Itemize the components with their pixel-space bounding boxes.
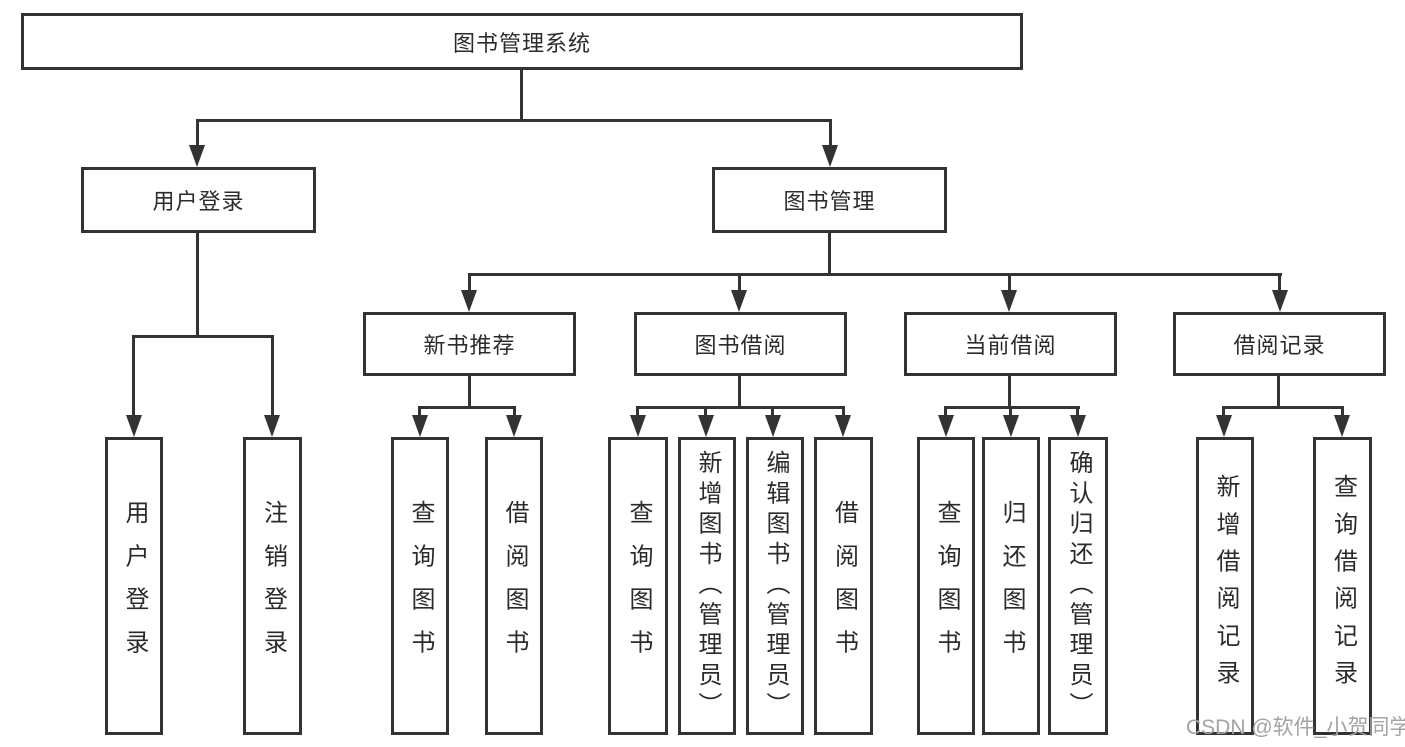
node-label: 查询借阅记录 — [1329, 474, 1357, 698]
node-new-book-recommend: 新书推荐 — [363, 312, 576, 376]
arrowhead-down-icon — [1334, 415, 1350, 437]
node-current-borrow: 当前借阅 — [904, 312, 1117, 376]
leaf-borrow-query-books: 查询图书 — [608, 437, 668, 735]
leaf-borrow-add-books-admin: 新增图书（管理员） — [678, 437, 736, 735]
connector-line — [636, 406, 639, 418]
connector-line — [1222, 406, 1225, 418]
connector-line — [196, 119, 832, 122]
node-label: 归还图书 — [998, 499, 1025, 673]
node-label: 当前借阅 — [964, 333, 1057, 358]
leaf-current-query-books: 查询图书 — [917, 437, 975, 735]
node-label: 新增借阅记录 — [1212, 474, 1239, 698]
connector-line — [636, 406, 845, 409]
connector-line — [271, 335, 274, 417]
arrowhead-down-icon — [1001, 290, 1017, 312]
connector-line — [828, 231, 831, 276]
leaf-current-return-books: 归还图书 — [982, 437, 1040, 735]
node-label: 查询图书 — [407, 499, 434, 673]
connector-line — [944, 406, 947, 418]
node-user-login: 用户登录 — [81, 167, 316, 233]
arrowhead-down-icon — [765, 415, 781, 437]
node-label: 注销登录 — [259, 499, 287, 673]
arrowhead-down-icon — [126, 415, 142, 437]
node-label: 借阅图书 — [501, 499, 528, 673]
node-label: 新增图书（管理员） — [694, 449, 721, 723]
leaf-records-add-record: 新增借阅记录 — [1196, 437, 1254, 735]
node-label: 确认归还（管理员） — [1065, 449, 1092, 723]
node-root: 图书管理系统 — [21, 13, 1023, 70]
connector-line — [738, 375, 741, 409]
connector-line — [520, 68, 523, 121]
node-label: 图书管理 — [783, 189, 876, 214]
node-label: 用户登录 — [121, 499, 148, 673]
arrowhead-down-icon — [1070, 415, 1086, 437]
arrowhead-down-icon — [1272, 290, 1288, 312]
connector-line — [944, 406, 1080, 409]
leaf-recommend-query-books: 查询图书 — [391, 437, 449, 735]
connector-line — [1008, 375, 1011, 409]
leaf-borrow-edit-books-admin: 编辑图书（管理员） — [746, 437, 804, 735]
node-label: 借阅记录 — [1233, 333, 1326, 358]
arrowhead-down-icon — [822, 145, 838, 167]
node-label: 编辑图书（管理员） — [762, 449, 789, 723]
connector-line — [1277, 375, 1280, 409]
watermark-text: CSDN @软件_小贺同学 — [1186, 716, 1405, 739]
arrowhead-down-icon — [1003, 415, 1019, 437]
leaf-borrow-borrow-books: 借阅图书 — [814, 437, 873, 735]
node-label: 图书管理系统 — [452, 30, 591, 56]
node-label: 图书借阅 — [694, 333, 787, 358]
connector-line — [196, 119, 199, 149]
connector-line — [132, 335, 135, 417]
connector-line — [468, 273, 471, 293]
connector-line — [771, 406, 774, 418]
node-label: 借阅图书 — [830, 499, 858, 673]
connector-line — [842, 406, 845, 418]
node-label: 查询图书 — [625, 499, 652, 673]
arrowhead-down-icon — [630, 415, 646, 437]
connector-line — [829, 119, 832, 149]
connector-line — [1222, 406, 1344, 409]
leaf-logout: 注销登录 — [243, 437, 302, 735]
arrowhead-down-icon — [698, 415, 714, 437]
leaf-user-login: 用户登录 — [105, 437, 163, 735]
node-book-borrow: 图书借阅 — [634, 312, 847, 376]
connector-line — [1076, 406, 1079, 418]
node-book-management: 图书管理 — [712, 167, 947, 233]
leaf-records-query-record: 查询借阅记录 — [1313, 437, 1372, 735]
arrowhead-down-icon — [461, 290, 477, 312]
arrowhead-down-icon — [1216, 415, 1232, 437]
arrowhead-down-icon — [938, 415, 954, 437]
connector-line — [1278, 273, 1281, 293]
connector-line — [418, 406, 421, 418]
connector-line — [1341, 406, 1344, 418]
arrowhead-down-icon — [264, 415, 280, 437]
node-label: 用户登录 — [152, 189, 245, 214]
arrowhead-down-icon — [189, 145, 205, 167]
leaf-recommend-borrow-books: 借阅图书 — [485, 437, 543, 735]
connector-line — [132, 335, 274, 338]
leaf-current-confirm-return-admin: 确认归还（管理员） — [1048, 437, 1108, 735]
arrowhead-down-icon — [506, 415, 522, 437]
connector-line — [738, 273, 741, 293]
connector-line — [513, 406, 516, 418]
node-label: 新书推荐 — [423, 333, 516, 358]
node-label: 查询图书 — [933, 499, 960, 673]
connector-line — [468, 375, 471, 409]
connector-line — [418, 406, 516, 409]
connector-line — [196, 231, 199, 338]
arrowhead-down-icon — [412, 415, 428, 437]
connector-line — [468, 273, 1282, 276]
arrowhead-down-icon — [835, 415, 851, 437]
node-borrow-records: 借阅记录 — [1173, 312, 1386, 376]
connector-line — [1008, 273, 1011, 293]
connector-line — [704, 406, 707, 418]
arrowhead-down-icon — [731, 290, 747, 312]
connector-line — [1009, 406, 1012, 418]
